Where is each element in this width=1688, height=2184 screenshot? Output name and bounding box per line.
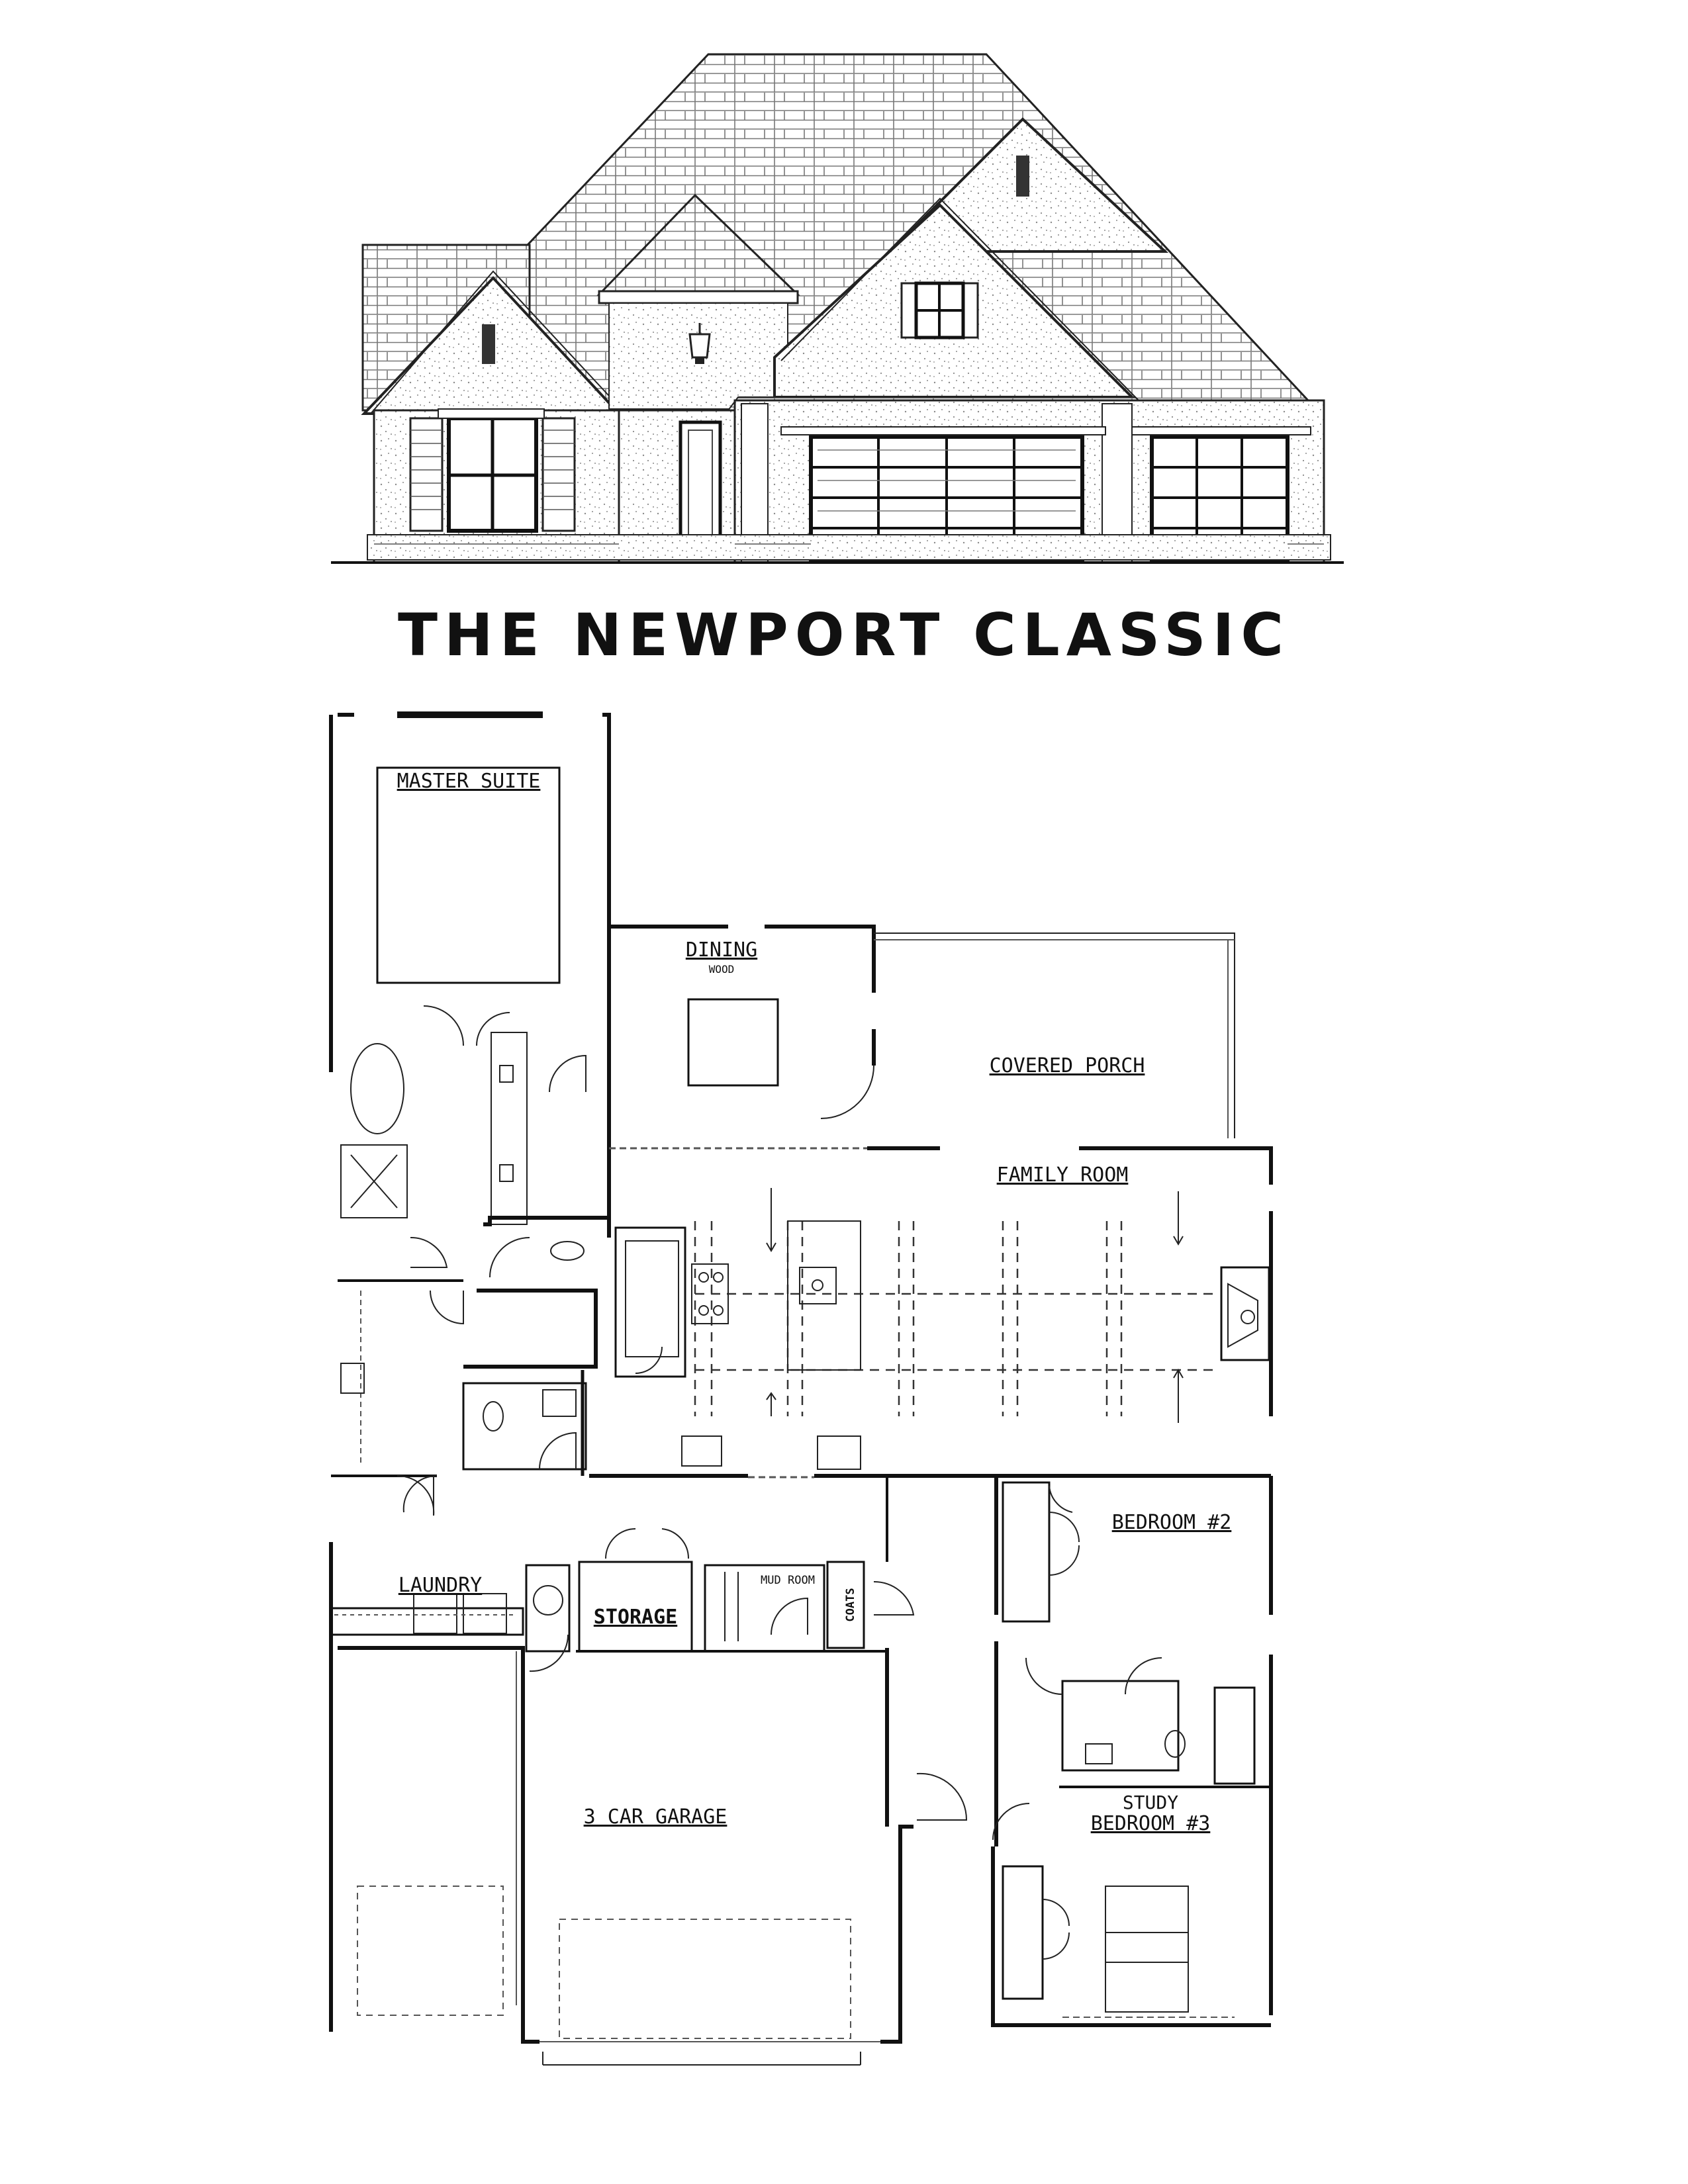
left-vent	[482, 324, 495, 364]
room-labels: MASTER SUITE DINING WOOD COVERED PORCH F…	[397, 770, 1232, 1835]
master-bed	[376, 766, 561, 984]
gable-window	[900, 281, 979, 340]
dining-table	[687, 998, 779, 1087]
fireplace	[1220, 1266, 1270, 1361]
label-storage: STORAGE	[594, 1606, 677, 1629]
floor-plan	[329, 711, 1273, 2066]
garage-door-right	[559, 1919, 851, 2039]
label-mud-room: MUD ROOM	[761, 1574, 815, 1587]
upper-vent	[1016, 156, 1029, 197]
label-dining: DINING	[686, 938, 757, 962]
front-window	[409, 408, 576, 533]
label-master-suite: MASTER SUITE	[397, 770, 541, 793]
label-laundry: LAUNDRY	[399, 1574, 482, 1597]
label-garage: 3 CAR GARAGE	[584, 1805, 727, 1829]
study-desk	[1105, 1886, 1189, 2013]
garage-door-left	[357, 1886, 504, 2016]
label-covered-porch: COVERED PORCH	[990, 1054, 1145, 1077]
lantern-icon	[688, 323, 711, 364]
label-bedroom-3: BEDROOM #3	[1091, 1812, 1211, 1835]
label-study: STUDY	[1123, 1792, 1178, 1813]
front-elevation	[331, 53, 1344, 564]
label-dining-note: WOOD	[709, 963, 735, 976]
range	[691, 1263, 729, 1324]
label-coats: COATS	[844, 1588, 857, 1621]
kitchen-island	[787, 1220, 861, 1371]
plan-title: THE NEWPORT CLASSIC	[398, 601, 1290, 669]
label-bedroom-2: BEDROOM #2	[1112, 1511, 1232, 1534]
label-family-room: FAMILY ROOM	[997, 1163, 1129, 1187]
